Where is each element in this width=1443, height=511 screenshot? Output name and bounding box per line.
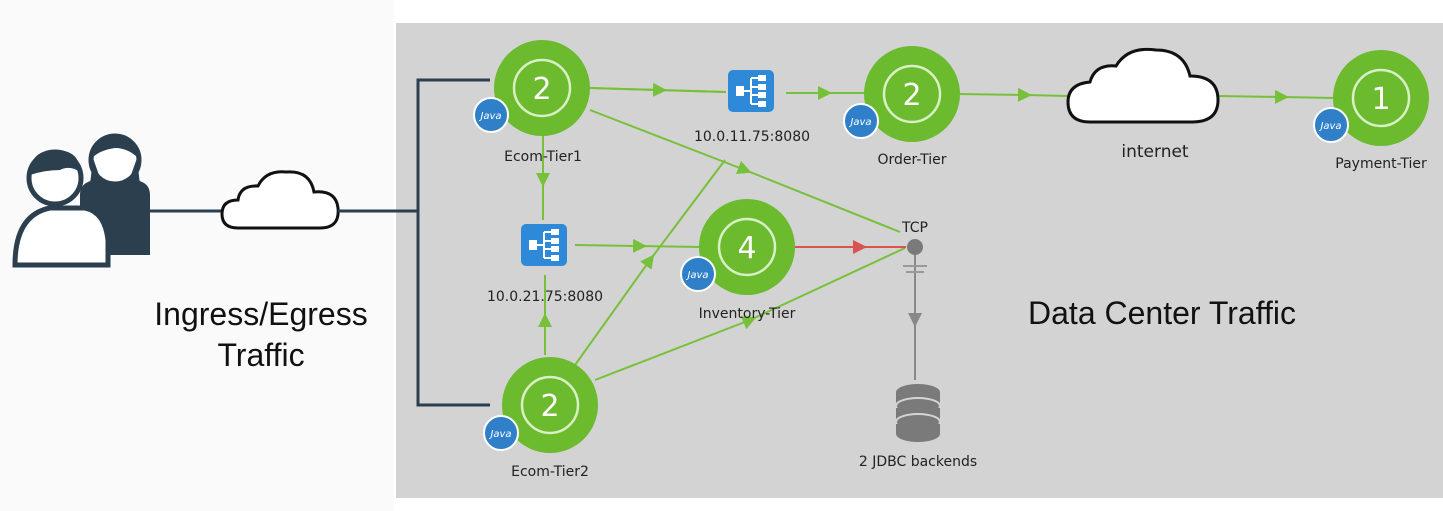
java-badge-icon <box>473 97 509 133</box>
edge-ecom1-tcp <box>589 109 901 233</box>
database-label: 2 JDBC backends <box>859 454 977 470</box>
internet-cloud-icon <box>1066 47 1220 124</box>
node-ecom-tier1[interactable]: 2 Java <box>473 40 590 136</box>
ecom-tier2-label: Ecom-Tier2 <box>511 464 589 480</box>
load-balancer-1[interactable] <box>728 70 774 112</box>
java-badge-text: Java <box>1318 121 1341 132</box>
node-order-tier[interactable]: 2 Java <box>843 46 960 142</box>
inventory-tier-label: Inventory-Tier <box>699 306 796 322</box>
node-ecom-tier2[interactable]: 2 Java <box>483 357 598 453</box>
lb1-label: 10.0.11.75:8080 <box>694 129 810 145</box>
internet-label: internet <box>1121 142 1189 162</box>
instance-count: 2 <box>902 78 921 113</box>
java-badge-text: Java <box>478 111 501 122</box>
instance-count: 2 <box>540 389 559 424</box>
datacenter-title: Data Center Traffic <box>1028 295 1296 331</box>
java-badge-icon <box>680 256 716 292</box>
java-badge-text: Java <box>488 429 511 440</box>
instance-count: 2 <box>532 72 551 107</box>
payment-tier-label: Payment-Tier <box>1335 156 1427 172</box>
ingress-title-line1: Ingress/Egress <box>154 296 367 332</box>
bracket-line <box>416 78 490 407</box>
order-tier-label: Order-Tier <box>877 152 946 168</box>
tcp-label: TCP <box>901 220 928 236</box>
edge-internet-payment <box>1217 89 1336 104</box>
edge-lb2-inventory <box>574 238 701 253</box>
edges <box>536 82 1336 381</box>
java-badge-text: Java <box>848 117 871 128</box>
edge-ecom2-tcp <box>594 247 906 381</box>
edge-order-internet <box>957 87 1069 102</box>
ecom-tier1-label: Ecom-Tier1 <box>504 149 582 165</box>
load-balancer-2[interactable] <box>521 224 567 266</box>
instance-count: 4 <box>737 231 756 266</box>
cloud-icon <box>220 170 340 230</box>
database-icon <box>895 384 941 442</box>
java-badge-icon <box>1313 107 1349 143</box>
node-inventory-tier[interactable]: 4 Java <box>680 199 795 295</box>
edge-ecom1-lb1-arrow <box>589 82 727 97</box>
lb2-label: 10.0.21.75:8080 <box>487 289 603 305</box>
java-badge-icon <box>483 415 519 451</box>
ingress-title-line2: Traffic <box>217 337 304 373</box>
java-badge-text: Java <box>685 270 708 281</box>
tcp-node <box>903 239 927 380</box>
java-badge-icon <box>843 103 879 139</box>
edge-ecom2-lb1 <box>574 159 726 366</box>
instance-count: 1 <box>1371 82 1390 117</box>
users-icon <box>12 133 150 268</box>
node-payment-tier[interactable]: 1 Java <box>1313 50 1429 146</box>
